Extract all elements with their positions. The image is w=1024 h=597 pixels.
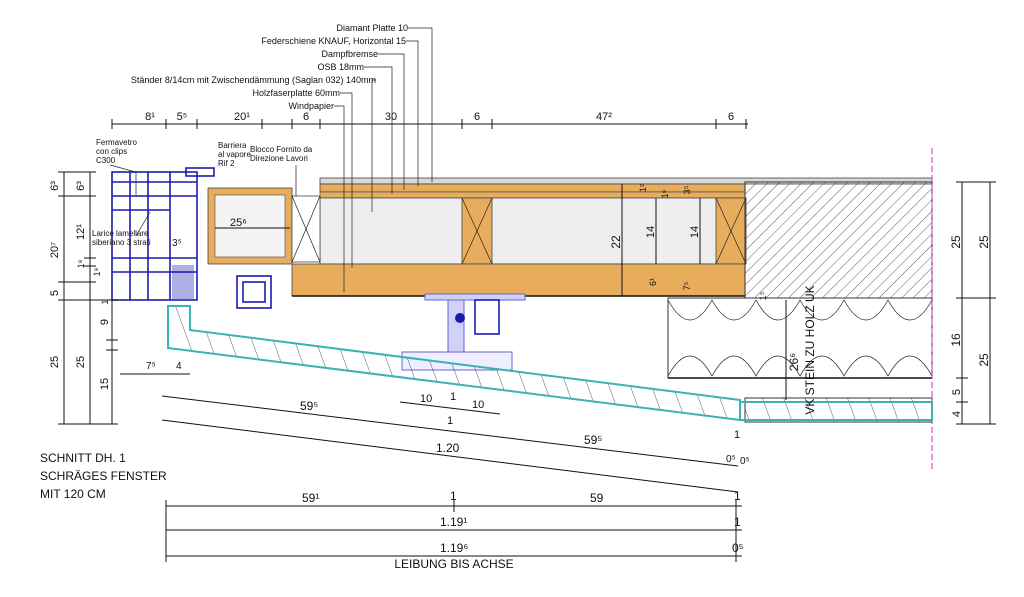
layer-callouts: Diamant Platte 10 Federschiene KNAUF, Ho… <box>131 23 433 292</box>
vk-label: VK STEIN ZU HOLZ UK <box>803 285 817 414</box>
svg-text:12¹: 12¹ <box>75 224 87 240</box>
svg-text:6³: 6³ <box>49 181 61 191</box>
layer-label: Diamant Platte 10 <box>336 23 408 33</box>
svg-text:16: 16 <box>949 333 963 347</box>
svg-text:3⁵: 3⁵ <box>172 238 182 249</box>
svg-text:9: 9 <box>99 319 111 325</box>
dim-label: 6 <box>474 111 480 123</box>
dim-label: 47² <box>596 111 612 123</box>
svg-text:59: 59 <box>590 491 604 505</box>
svg-text:26⁶: 26⁶ <box>787 353 801 371</box>
insulation-layer <box>319 197 746 265</box>
svg-text:15: 15 <box>99 378 111 390</box>
holzfaser-board <box>291 263 746 297</box>
svg-text:5: 5 <box>49 290 61 296</box>
svg-text:22: 22 <box>609 235 623 249</box>
svg-text:0⁵: 0⁵ <box>740 456 750 467</box>
inner-dimensions: 25⁶ 3⁵ 22 14 14 1² 1⁸ 3⁵ 6¹ 7⁵ 1⁵ 7⁵ 4 2… <box>120 184 817 415</box>
svg-text:6¹: 6¹ <box>648 278 658 286</box>
svg-text:1: 1 <box>450 391 456 403</box>
svg-text:1.19⁶: 1.19⁶ <box>440 541 468 555</box>
svg-text:1.19¹: 1.19¹ <box>440 515 467 529</box>
svg-text:20⁷: 20⁷ <box>49 242 61 258</box>
svg-text:1⁸: 1⁸ <box>92 267 102 276</box>
layer-label: OSB 18mm <box>317 62 364 72</box>
top-dimension-chain: 8¹ 5⁵ 20¹ 6 30 6 47² 6 <box>111 111 748 129</box>
svg-text:Barriera: Barriera <box>218 141 247 150</box>
svg-text:1⁵: 1⁵ <box>758 291 768 300</box>
svg-text:al vapore: al vapore <box>218 150 251 159</box>
leibung-label: LEIBUNG BIS ACHSE <box>394 557 513 571</box>
svg-text:siberiano 3 strati: siberiano 3 strati <box>92 238 151 247</box>
layer-label: Dampfbremse <box>321 49 378 59</box>
left-dimension-chain: 6³ 20⁷ 5 25 6³ 12¹ 1⁸ 1⁸ 9 25 15 1 <box>49 171 118 425</box>
dim-label: 6 <box>303 111 309 123</box>
svg-text:25⁶: 25⁶ <box>230 217 247 229</box>
svg-text:Blocco Fornito da: Blocco Fornito da <box>250 145 313 154</box>
sloped-dimensions: 59⁵ 10 1 1 10 59⁵ 1 0⁵ 0⁵ 1.20 <box>161 391 750 493</box>
masonry <box>667 181 933 423</box>
svg-text:SCHNITT DH. 1: SCHNITT DH. 1 <box>40 451 126 465</box>
svg-text:59¹: 59¹ <box>302 491 319 505</box>
svg-text:14: 14 <box>645 226 657 238</box>
wall-buildup <box>291 177 933 297</box>
svg-text:6³: 6³ <box>75 181 87 191</box>
svg-text:25: 25 <box>75 356 87 368</box>
svg-text:10: 10 <box>420 393 432 405</box>
svg-text:1: 1 <box>100 299 110 304</box>
svg-text:59⁵: 59⁵ <box>300 399 318 413</box>
svg-text:25: 25 <box>977 353 991 367</box>
svg-text:Direzione Lavori: Direzione Lavori <box>250 154 308 163</box>
svg-text:1: 1 <box>734 489 741 503</box>
svg-text:1: 1 <box>450 489 457 503</box>
dim-label: 8¹ <box>145 111 155 123</box>
svg-text:Larice lamellare: Larice lamellare <box>92 229 149 238</box>
dim-label: 30 <box>385 111 397 123</box>
dim-label: 6 <box>728 111 734 123</box>
detail-labels: Fermavetro con clips C300 Barriera al va… <box>92 138 313 247</box>
svg-text:C300: C300 <box>96 156 116 165</box>
svg-text:4: 4 <box>176 361 182 372</box>
svg-text:SCHRÄGES FENSTER: SCHRÄGES FENSTER <box>40 469 167 483</box>
dim-label: 5⁵ <box>177 111 188 123</box>
svg-text:7⁵: 7⁵ <box>682 281 692 290</box>
svg-text:0⁵: 0⁵ <box>732 541 744 555</box>
svg-text:25: 25 <box>949 235 963 249</box>
svg-text:1: 1 <box>734 429 740 441</box>
svg-text:MIT 120 CM: MIT 120 CM <box>40 487 106 501</box>
dim-label: 20¹ <box>234 111 250 123</box>
svg-text:Rif 2: Rif 2 <box>218 159 235 168</box>
svg-text:14: 14 <box>689 226 701 238</box>
svg-text:1⁸: 1⁸ <box>76 259 86 268</box>
sloped-sill <box>167 305 933 422</box>
section-title: SCHNITT DH. 1 SCHRÄGES FENSTER MIT 120 C… <box>40 451 167 501</box>
svg-text:1²: 1² <box>638 184 648 192</box>
svg-text:25: 25 <box>977 235 991 249</box>
right-dimension-chain: 25 16 5 4 25 25 <box>949 181 996 425</box>
layer-label: Holzfaserplatte 60mm <box>252 88 340 98</box>
svg-text:0⁵: 0⁵ <box>726 454 736 465</box>
window-frame <box>111 167 321 309</box>
svg-text:1.20: 1.20 <box>436 441 460 455</box>
svg-text:25: 25 <box>49 356 61 368</box>
svg-text:Fermavetro: Fermavetro <box>96 138 137 147</box>
svg-text:10: 10 <box>472 399 484 411</box>
svg-text:5: 5 <box>951 389 963 395</box>
bottom-dimensions: 59¹ 1 59 1 1.19¹ 1 1.19⁶ 0⁵ LEIBUNG BIS … <box>165 489 744 571</box>
svg-text:con clips: con clips <box>96 147 127 156</box>
svg-text:4: 4 <box>951 411 963 417</box>
svg-text:59⁵: 59⁵ <box>584 433 602 447</box>
layer-label: Federschiene KNAUF, Horizontal 15 <box>261 36 406 46</box>
svg-text:1: 1 <box>734 515 741 529</box>
layer-label: Windpapier <box>288 101 334 111</box>
svg-text:1: 1 <box>447 415 453 427</box>
svg-text:3⁵: 3⁵ <box>682 185 692 194</box>
svg-text:7⁵: 7⁵ <box>146 361 156 372</box>
layer-label: Ständer 8/14cm mit Zwischendämmung (Sagl… <box>131 75 376 85</box>
svg-text:1⁸: 1⁸ <box>660 189 670 198</box>
